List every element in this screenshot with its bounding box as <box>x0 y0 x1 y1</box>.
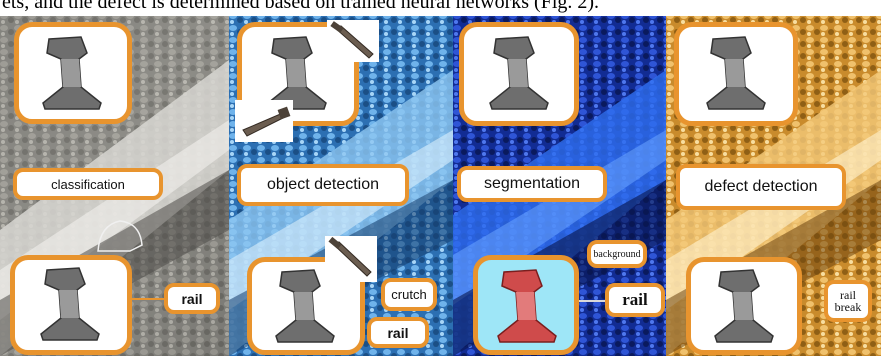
caption-text: ets, and the defect is determined based … <box>2 0 599 13</box>
task-label-classification: classification <box>13 168 163 200</box>
output-label-rail: rail <box>367 317 429 348</box>
rail-cross-section-icon <box>691 262 797 350</box>
task-label-object-detection: object detection <box>237 164 409 206</box>
rail-segmentation-mask-icon <box>478 260 574 350</box>
output-label-break: break <box>835 301 862 313</box>
rail-image-card <box>459 22 579 126</box>
rail-cross-section-icon <box>15 260 127 350</box>
defect-scribble <box>90 215 150 255</box>
output-label-background: background <box>587 240 647 268</box>
task-label-segmentation: segmentation <box>457 166 607 202</box>
crutch-patch <box>235 100 293 142</box>
panel-classification: classification rail <box>0 0 229 356</box>
rail-cross-section-icon <box>19 27 127 119</box>
segmentation-output-card <box>473 255 579 355</box>
rail-image-card <box>14 22 132 124</box>
crutch-spike-icon <box>235 100 293 142</box>
output-label-rail-break: rail break <box>824 280 872 322</box>
figure-caption-fragment: ets, and the defect is determined based … <box>0 0 881 16</box>
panel-segmentation: segmentation background rail <box>453 0 666 356</box>
output-label-crutch: crutch <box>381 278 437 311</box>
crutch-patch <box>325 236 377 282</box>
output-connector <box>132 298 166 300</box>
crutch-patch <box>327 20 379 62</box>
output-label-rail: rail <box>605 283 665 317</box>
task-label-defect-detection: defect detection <box>676 164 846 210</box>
panel-object-detection: object detection crutch rail <box>229 0 453 356</box>
rail-cross-section-icon <box>679 27 793 121</box>
crutch-spike-icon <box>325 236 377 282</box>
rail-image-card <box>674 22 798 126</box>
rail-cross-section-icon <box>464 27 574 121</box>
output-label-rail: rail <box>164 283 220 314</box>
panel-defect-detection: defect detection rail break <box>666 0 881 356</box>
rail-output-card <box>686 257 802 355</box>
rail-output-card <box>10 255 132 355</box>
crutch-spike-icon <box>327 20 379 62</box>
